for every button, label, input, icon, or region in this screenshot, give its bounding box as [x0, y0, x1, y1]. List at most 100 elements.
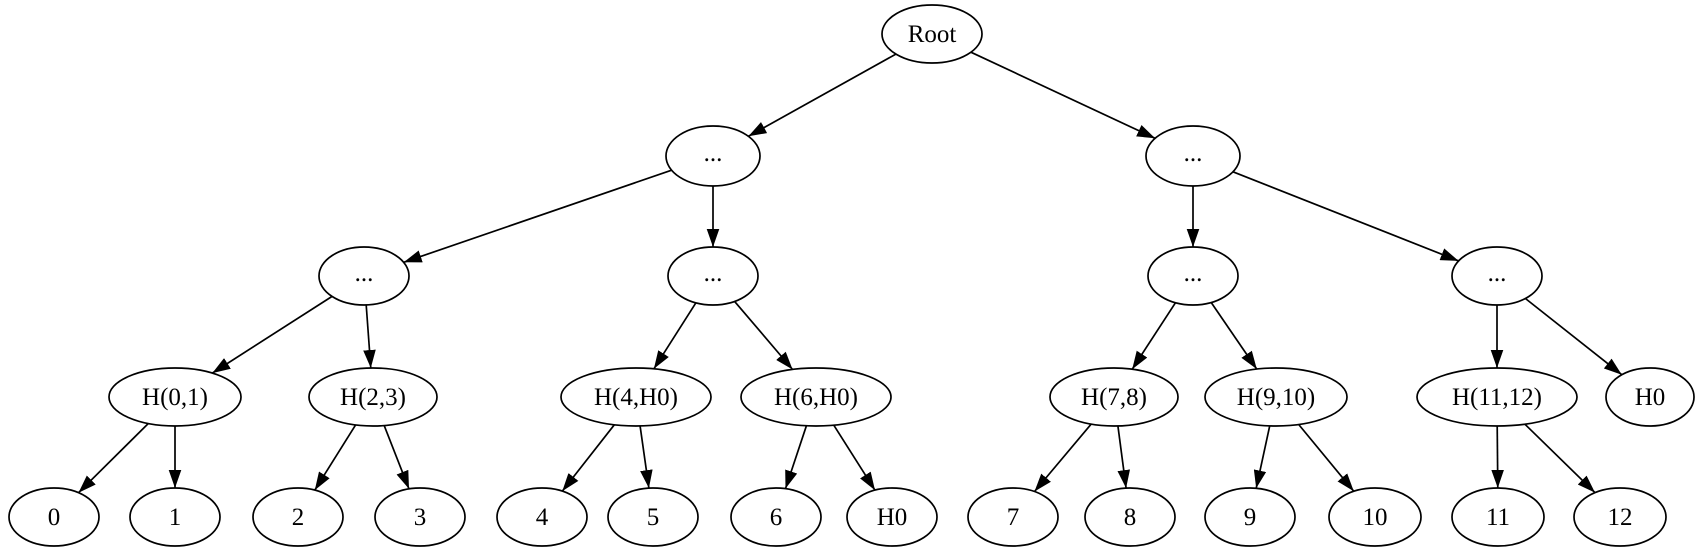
node-ellipse-h23: [308, 367, 438, 427]
node-i6: ...: [1451, 246, 1543, 306]
edge-root-i2: [970, 51, 1156, 140]
node-ellipse-i3: [318, 246, 410, 306]
node-label-l7: 7: [1007, 504, 1020, 531]
node-ellipse-h01: [108, 367, 242, 427]
node-ellipse-l9: [1204, 487, 1296, 547]
edge-h910-l9: [1253, 425, 1271, 489]
edge-h1112-l11: [1491, 425, 1504, 489]
node-ellipse-i4: [667, 246, 759, 306]
node-l3: 3: [374, 487, 466, 547]
edge-h6h0-lh0: [833, 424, 876, 491]
edge-h78-l7: [1033, 423, 1092, 493]
node-ellipse-l8: [1084, 487, 1176, 547]
node-label-h910: H(9,10): [1237, 384, 1315, 411]
edge-i2-i6: [1232, 171, 1459, 262]
node-label-l12: 12: [1608, 504, 1633, 531]
node-i5: ...: [1147, 246, 1239, 306]
node-h6h0: H(6,H0): [740, 367, 892, 427]
node-ellipse-l1: [129, 487, 221, 547]
node-ellipse-i1: [665, 125, 761, 187]
node-h4h0: H(4,H0): [560, 367, 712, 427]
node-label-lh0: H0: [877, 504, 908, 531]
node-h23: H(2,3): [308, 367, 438, 427]
node-root: Root: [881, 4, 983, 64]
node-l8: 8: [1084, 487, 1176, 547]
node-ellipse-l5: [607, 487, 699, 547]
node-l5: 5: [607, 487, 699, 547]
edge-h6h0-l6: [784, 425, 808, 489]
node-i4: ...: [667, 246, 759, 306]
node-label-l8: 8: [1124, 504, 1137, 531]
node-label-l1: 1: [169, 504, 182, 531]
node-h01: H(0,1): [108, 367, 242, 427]
edge-i3-h23: [363, 304, 376, 369]
node-ellipse-h1112: [1416, 367, 1578, 427]
node-label-l0: 0: [48, 504, 61, 531]
node-ellipse-h0a: [1605, 367, 1695, 427]
node-ellipse-l11: [1451, 487, 1545, 547]
node-label-i3: ...: [355, 260, 374, 287]
node-ellipse-i6: [1451, 246, 1543, 306]
node-label-root: Root: [908, 21, 957, 48]
node-l2: 2: [252, 487, 344, 547]
edge-i4-h4h0: [653, 302, 697, 370]
edge-i3-h01: [211, 295, 333, 374]
node-ellipse-h6h0: [740, 367, 892, 427]
node-ellipse-lh0: [846, 487, 938, 547]
node-l12: 12: [1573, 487, 1667, 547]
edge-i6-h0a: [1524, 297, 1623, 376]
node-ellipse-root: [881, 4, 983, 64]
node-ellipse-l10: [1328, 487, 1422, 547]
edge-h01-l0: [77, 422, 149, 494]
node-ellipse-l2: [252, 487, 344, 547]
node-label-l4: 4: [536, 504, 549, 531]
node-ellipse-l4: [496, 487, 588, 547]
node-label-h23: H(2,3): [340, 384, 406, 411]
node-ellipse-h78: [1049, 367, 1179, 427]
node-label-h0a: H0: [1635, 384, 1666, 411]
node-label-h6h0: H(6,H0): [774, 384, 858, 411]
edge-h4h0-l5: [639, 425, 653, 489]
node-label-i1: ...: [704, 140, 723, 167]
node-label-i2: ...: [1184, 140, 1203, 167]
node-i3: ...: [318, 246, 410, 306]
node-label-l10: 10: [1363, 504, 1388, 531]
node-ellipse-h4h0: [560, 367, 712, 427]
node-label-l6: 6: [770, 504, 783, 531]
edge-h910-l10: [1298, 423, 1355, 492]
node-label-l9: 9: [1244, 504, 1257, 531]
node-i2: ...: [1145, 125, 1241, 187]
node-label-l11: 11: [1486, 504, 1510, 531]
node-l0: 0: [8, 487, 100, 547]
edge-i4-h6h0: [733, 300, 794, 371]
node-label-i4: ...: [704, 260, 723, 287]
node-l4: 4: [496, 487, 588, 547]
node-lh0: H0: [846, 487, 938, 547]
edge-i1-i3: [403, 169, 672, 264]
edge-h4h0-l4: [561, 424, 615, 492]
node-ellipse-l3: [374, 487, 466, 547]
node-i1: ...: [665, 125, 761, 187]
node-ellipse-h910: [1204, 367, 1348, 427]
edge-i5-h910: [1210, 302, 1258, 370]
node-l9: 9: [1204, 487, 1296, 547]
node-label-h01: H(0,1): [142, 384, 208, 411]
edge-i5-h78: [1131, 302, 1177, 370]
edge-h1112-l12: [1524, 423, 1596, 494]
node-l10: 10: [1328, 487, 1422, 547]
edge-h23-l3: [383, 425, 410, 490]
node-ellipse-l12: [1573, 487, 1667, 547]
node-label-h1112: H(11,12): [1452, 384, 1542, 411]
node-l11: 11: [1451, 487, 1545, 547]
node-ellipse-l6: [730, 487, 822, 547]
node-h78: H(7,8): [1049, 367, 1179, 427]
node-ellipse-l7: [967, 487, 1059, 547]
node-h0a: H0: [1605, 367, 1695, 427]
node-label-i6: ...: [1488, 260, 1507, 287]
node-label-i5: ...: [1184, 260, 1203, 287]
node-label-l2: 2: [292, 504, 305, 531]
edge-root-i1: [747, 53, 897, 138]
node-label-l3: 3: [414, 504, 427, 531]
